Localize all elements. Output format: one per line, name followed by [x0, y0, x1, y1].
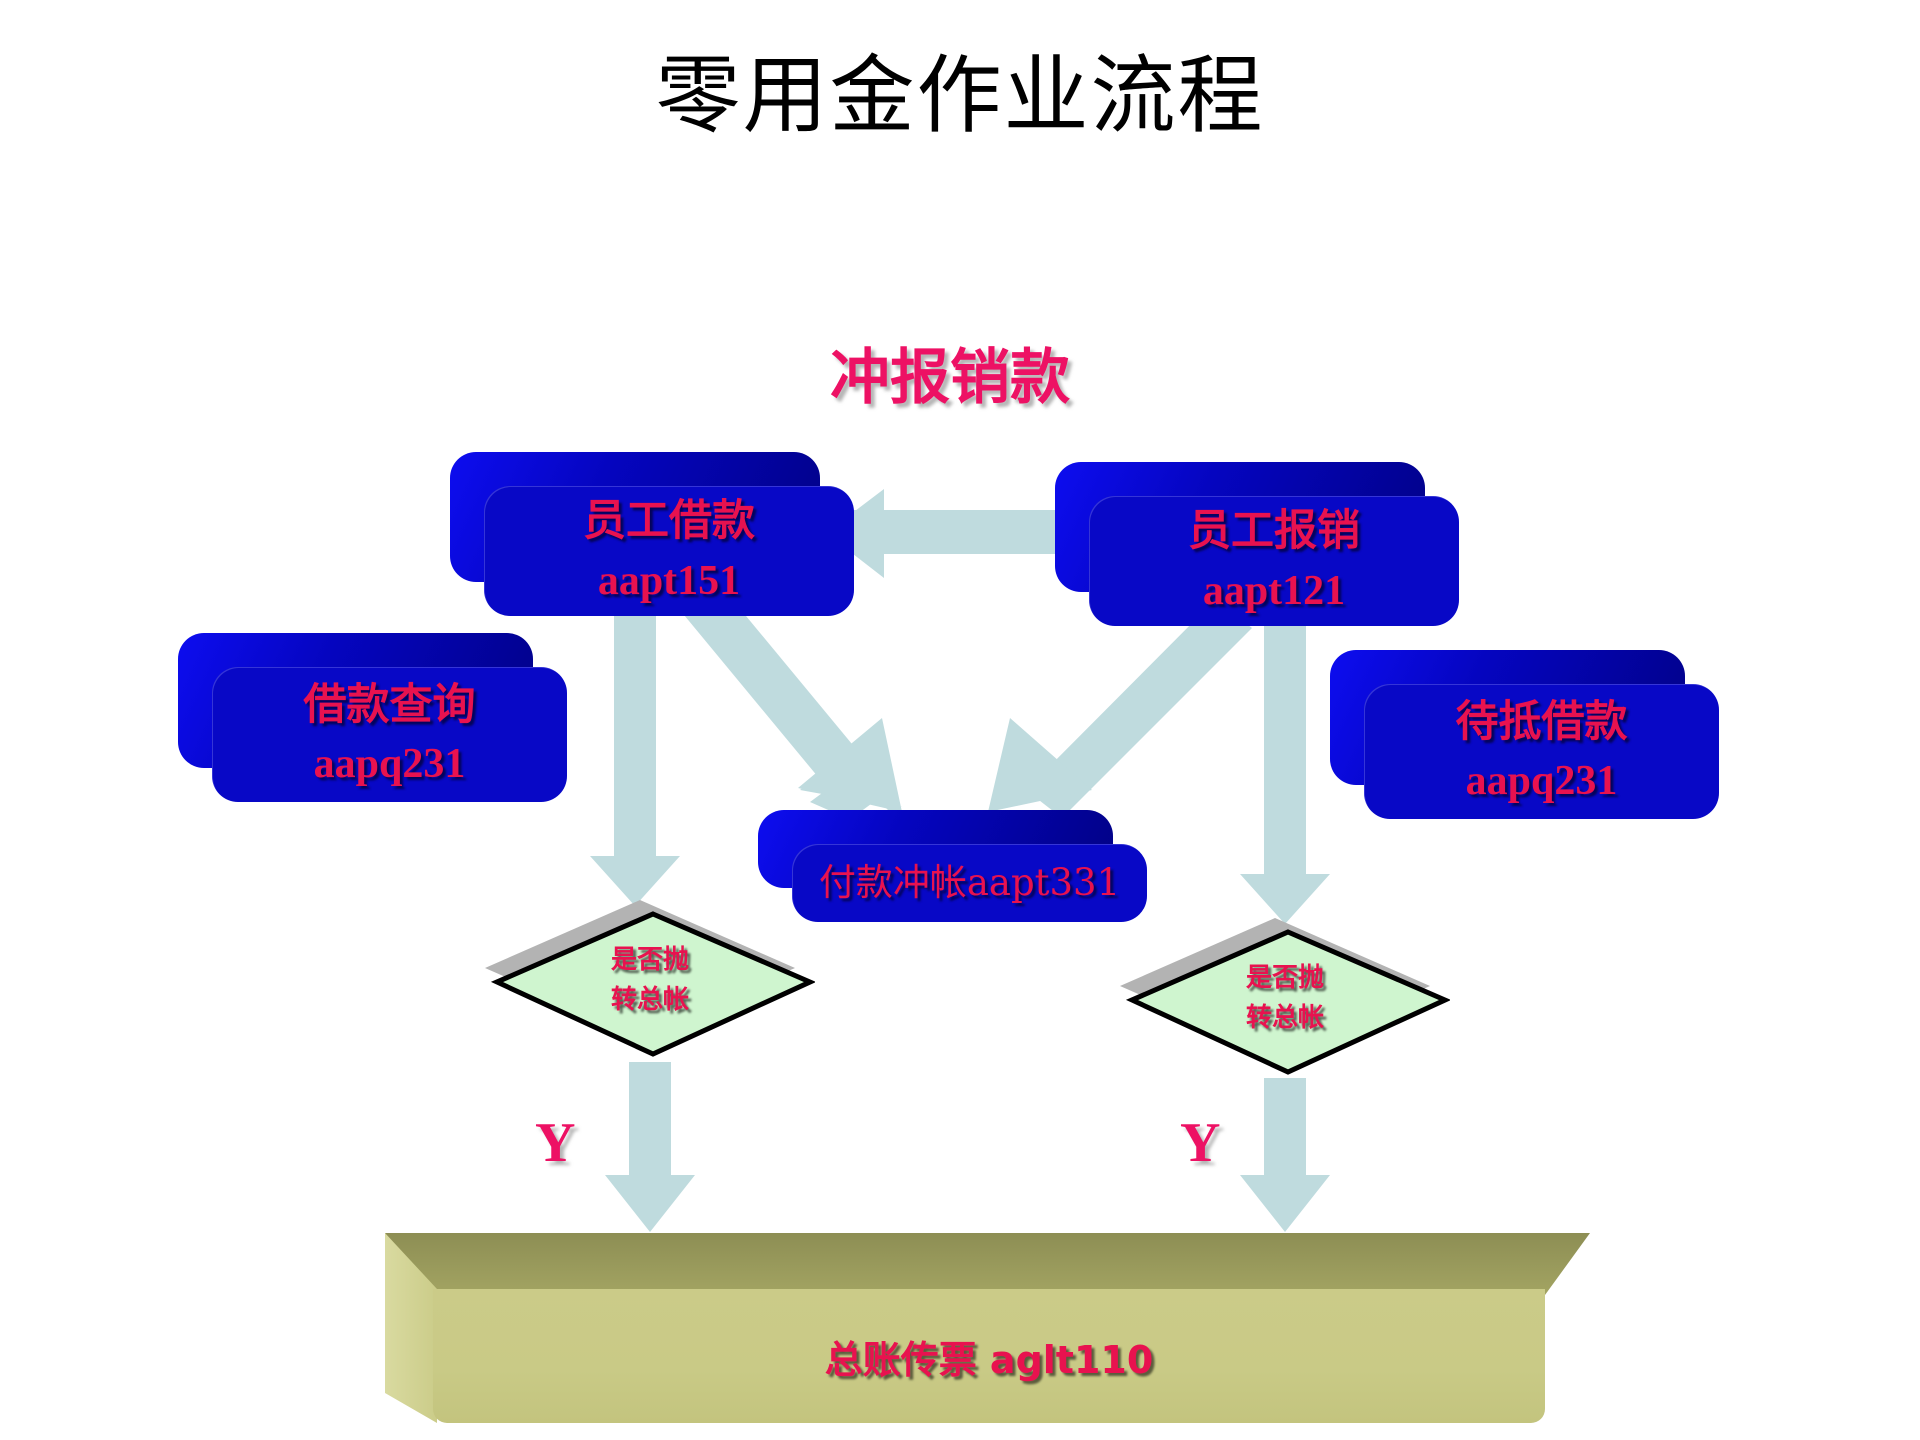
arrow-loan-to-offset-head-icon	[800, 726, 902, 812]
diamond-shape-icon	[485, 900, 815, 1057]
page-title: 零用金作业流程	[655, 47, 1265, 146]
box-code: aapq231	[313, 741, 466, 788]
process-box-employee-reimbursement[interactable]: 员工报销 aapt121	[1055, 462, 1459, 626]
process-box-employee-loan[interactable]: 员工借款 aapt151	[450, 452, 854, 616]
arrow-reimburse-to-loan-icon	[820, 510, 1058, 576]
arrow-loan-to-decision-left-icon	[590, 604, 680, 906]
diamond-shape-icon	[1120, 918, 1450, 1075]
decision-post-to-general-ledger-right[interactable]: 是否抛 转总帐	[1120, 918, 1450, 1078]
arrow-reimburse-to-decision-right-icon	[1240, 612, 1330, 924]
arrow-decision-left-to-ledger-icon	[605, 1062, 695, 1232]
box-title: 员工报销	[1188, 506, 1360, 557]
decision-post-to-general-ledger-left[interactable]: 是否抛 转总帐	[485, 900, 815, 1060]
branch-label-yes-left: Y	[535, 1112, 576, 1174]
arrow-reimburse-to-offset-shaft-icon	[1026, 600, 1252, 818]
arrow-decision-right-to-ledger-icon	[1240, 1078, 1330, 1232]
section-heading-offset-reimbursement: 冲报销款	[830, 343, 1070, 413]
box-title: 员工借款	[583, 496, 755, 547]
ledger-label: 总账传票 aglt110	[824, 1337, 1154, 1382]
box-code: aapt121	[1202, 567, 1346, 614]
box-code: aapq231	[1465, 758, 1618, 805]
ledger-bevel	[385, 1233, 1590, 1295]
box-face: 待抵借款 aapq231	[1364, 684, 1719, 819]
branch-label-yes-right: Y	[1180, 1112, 1221, 1174]
box-face: 员工报销 aapt121	[1089, 496, 1459, 626]
box-title: 借款查询	[303, 679, 476, 730]
arrow-reimburse-to-offset-head-icon	[988, 718, 1092, 812]
process-box-payment-offset[interactable]: 付款冲帐aapt331	[758, 810, 1147, 922]
box-code: aapt151	[597, 557, 741, 604]
box-face: 借款查询 aapq231	[212, 667, 567, 802]
box-title: 付款冲帐aapt331	[818, 860, 1121, 904]
arrow-loan-to-offset-head2-icon	[798, 718, 902, 812]
process-box-loan-query[interactable]: 借款查询 aapq231	[178, 633, 567, 802]
arrow-reimburse-to-loan-shape-icon	[826, 489, 1060, 578]
box-face: 员工借款 aapt151	[484, 486, 854, 616]
box-title: 待抵借款	[1455, 696, 1628, 747]
process-box-pending-offset-loan[interactable]: 待抵借款 aapq231	[1330, 650, 1719, 819]
arrow-loan-to-offset-icon	[663, 594, 858, 823]
box-face: 付款冲帐aapt331	[792, 844, 1147, 922]
ledger-body	[433, 1289, 1545, 1423]
ledger-voucher-box[interactable]: 总账传票 aglt110	[385, 1233, 1590, 1423]
